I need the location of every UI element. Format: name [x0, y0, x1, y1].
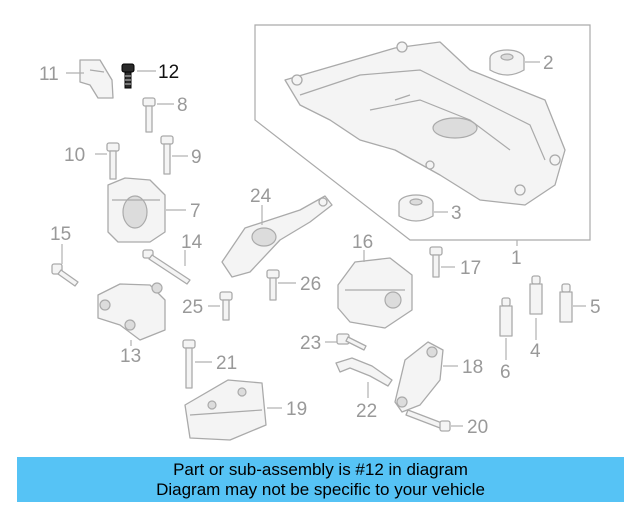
callout-24: 24 — [250, 186, 272, 207]
parts-diagram: 11 12 8 10 9 7 15 14 13 24 16 17 1 2 3 4… — [39, 24, 601, 441]
banner-line-disclaimer: Diagram may not be specific to your vehi… — [156, 479, 485, 499]
bolt-part-6[interactable] — [499, 297, 513, 337]
callout-25: 25 — [182, 297, 203, 318]
callout-22: 22 — [356, 401, 377, 422]
bolt-part-8[interactable] — [142, 97, 156, 133]
callout-11: 11 — [39, 64, 59, 85]
bolt-part-12[interactable] — [121, 63, 135, 89]
callout-20: 20 — [467, 417, 488, 438]
bushing-part-2[interactable] — [489, 49, 525, 76]
callout-10: 10 — [64, 145, 85, 166]
engine-mount-part-7[interactable] — [107, 177, 166, 243]
bolt-part-4[interactable] — [529, 275, 543, 315]
callout-12[interactable]: 12 — [158, 62, 179, 83]
callout-3: 3 — [451, 203, 462, 224]
callout-16: 16 — [352, 232, 373, 253]
callout-7: 7 — [190, 201, 201, 222]
bracket-part-11[interactable] — [79, 59, 114, 99]
bolt-part-9[interactable] — [160, 135, 174, 175]
torque-arm-part-24[interactable] — [221, 195, 333, 278]
callout-15: 15 — [50, 224, 71, 245]
callout-6: 6 — [500, 362, 511, 383]
callout-21: 21 — [216, 353, 237, 374]
callout-2: 2 — [543, 53, 554, 74]
callout-9: 9 — [191, 147, 202, 168]
bolt-part-17[interactable] — [429, 246, 443, 278]
bolt-part-26[interactable] — [266, 269, 280, 301]
bolt-part-15[interactable] — [51, 263, 79, 287]
bolt-part-5[interactable] — [559, 283, 573, 323]
callout-17: 17 — [460, 258, 481, 279]
banner-line-part: Part or sub-assembly is #12 in diagram — [173, 459, 468, 479]
callout-8: 8 — [177, 95, 188, 116]
mount-part-19[interactable] — [184, 379, 267, 441]
callout-13: 13 — [120, 346, 141, 367]
callout-19: 19 — [286, 399, 307, 420]
info-banner: Part or sub-assembly is #12 in diagram D… — [17, 457, 624, 502]
callout-26: 26 — [300, 274, 321, 295]
leader-lines — [61, 61, 586, 427]
bolt-part-10[interactable] — [106, 142, 120, 180]
callout-4: 4 — [530, 341, 541, 362]
bolt-part-21[interactable] — [182, 339, 196, 389]
callout-18: 18 — [462, 357, 483, 378]
transmission-mount-part-16[interactable] — [337, 257, 413, 329]
bolt-part-25[interactable] — [219, 291, 233, 321]
bolt-part-23[interactable] — [336, 333, 367, 351]
bracket-part-22[interactable] — [335, 357, 393, 387]
callout-23: 23 — [300, 333, 321, 354]
bushing-part-3[interactable] — [398, 194, 434, 222]
subframe-assembly[interactable] — [254, 24, 591, 241]
mount-part-13[interactable] — [97, 282, 166, 341]
bolt-part-20[interactable] — [405, 409, 451, 432]
callout-14: 14 — [181, 232, 203, 253]
callout-1: 1 — [511, 248, 522, 269]
bolt-part-14[interactable] — [142, 249, 191, 285]
callout-5: 5 — [590, 297, 601, 318]
bracket-part-18[interactable] — [394, 341, 444, 413]
